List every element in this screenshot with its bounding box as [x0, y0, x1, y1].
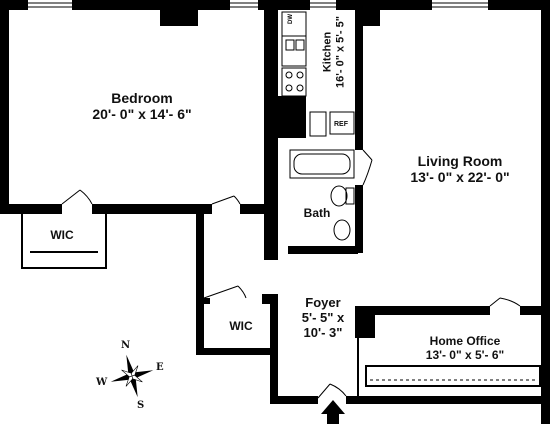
kitchen-dimensions: 16'- 0" x 5'- 5" — [334, 16, 346, 88]
bedroom-wic-name: WIC — [50, 228, 74, 242]
kitchen-appliances — [281, 11, 355, 137]
home-office-dimensions: 13'- 0" x 5'- 6" — [425, 347, 505, 362]
bath-fixtures — [289, 149, 355, 241]
bedroom-name: Bedroom — [111, 90, 173, 106]
hall-wic-name: WIC — [229, 319, 253, 333]
foyer-label: Foyer 5'- 5" x 10'- 3" — [288, 295, 358, 341]
home-office-label: Home Office 13'- 0" x 5'- 6" — [400, 334, 530, 363]
kitchen-name: Kitchen — [321, 31, 334, 73]
foyer-name: Foyer — [305, 295, 341, 310]
living-room-dimensions: 13'- 0" x 22'- 0" — [410, 169, 510, 186]
bedroom-dimensions: 20'- 0" x 14'- 6" — [92, 106, 192, 123]
compass-south: S — [137, 400, 145, 411]
home-office-name: Home Office — [429, 334, 501, 348]
bath-name: Bath — [303, 206, 331, 220]
refrigerator-label: REF — [334, 121, 348, 128]
bedroom-wic-label: WIC — [40, 228, 84, 243]
bedroom-label: Bedroom 20'- 0" x 14'- 6" — [62, 90, 222, 122]
dishwasher-label: DW — [288, 14, 294, 24]
compass-north: N — [121, 340, 131, 351]
foyer-dimensions-line2: 10'- 3" — [303, 324, 343, 340]
doors — [61, 149, 521, 399]
foyer-dimensions-line1: 5'- 5" x — [301, 309, 345, 325]
bath-label: Bath — [296, 206, 338, 221]
windows — [28, 2, 488, 8]
compass-east: E — [156, 362, 164, 373]
compass-west: W — [96, 377, 108, 388]
compass-rose — [110, 354, 154, 398]
thin-walls — [21, 214, 541, 396]
living-room-label: Living Room 13'- 0" x 22'- 0" — [380, 153, 540, 185]
living-room-name: Living Room — [417, 153, 503, 169]
kitchen-label: Kitchen 16'- 0" x 5'- 5" — [321, 6, 346, 98]
entry-arrow — [321, 400, 345, 424]
hall-wic-label: WIC — [220, 319, 262, 334]
